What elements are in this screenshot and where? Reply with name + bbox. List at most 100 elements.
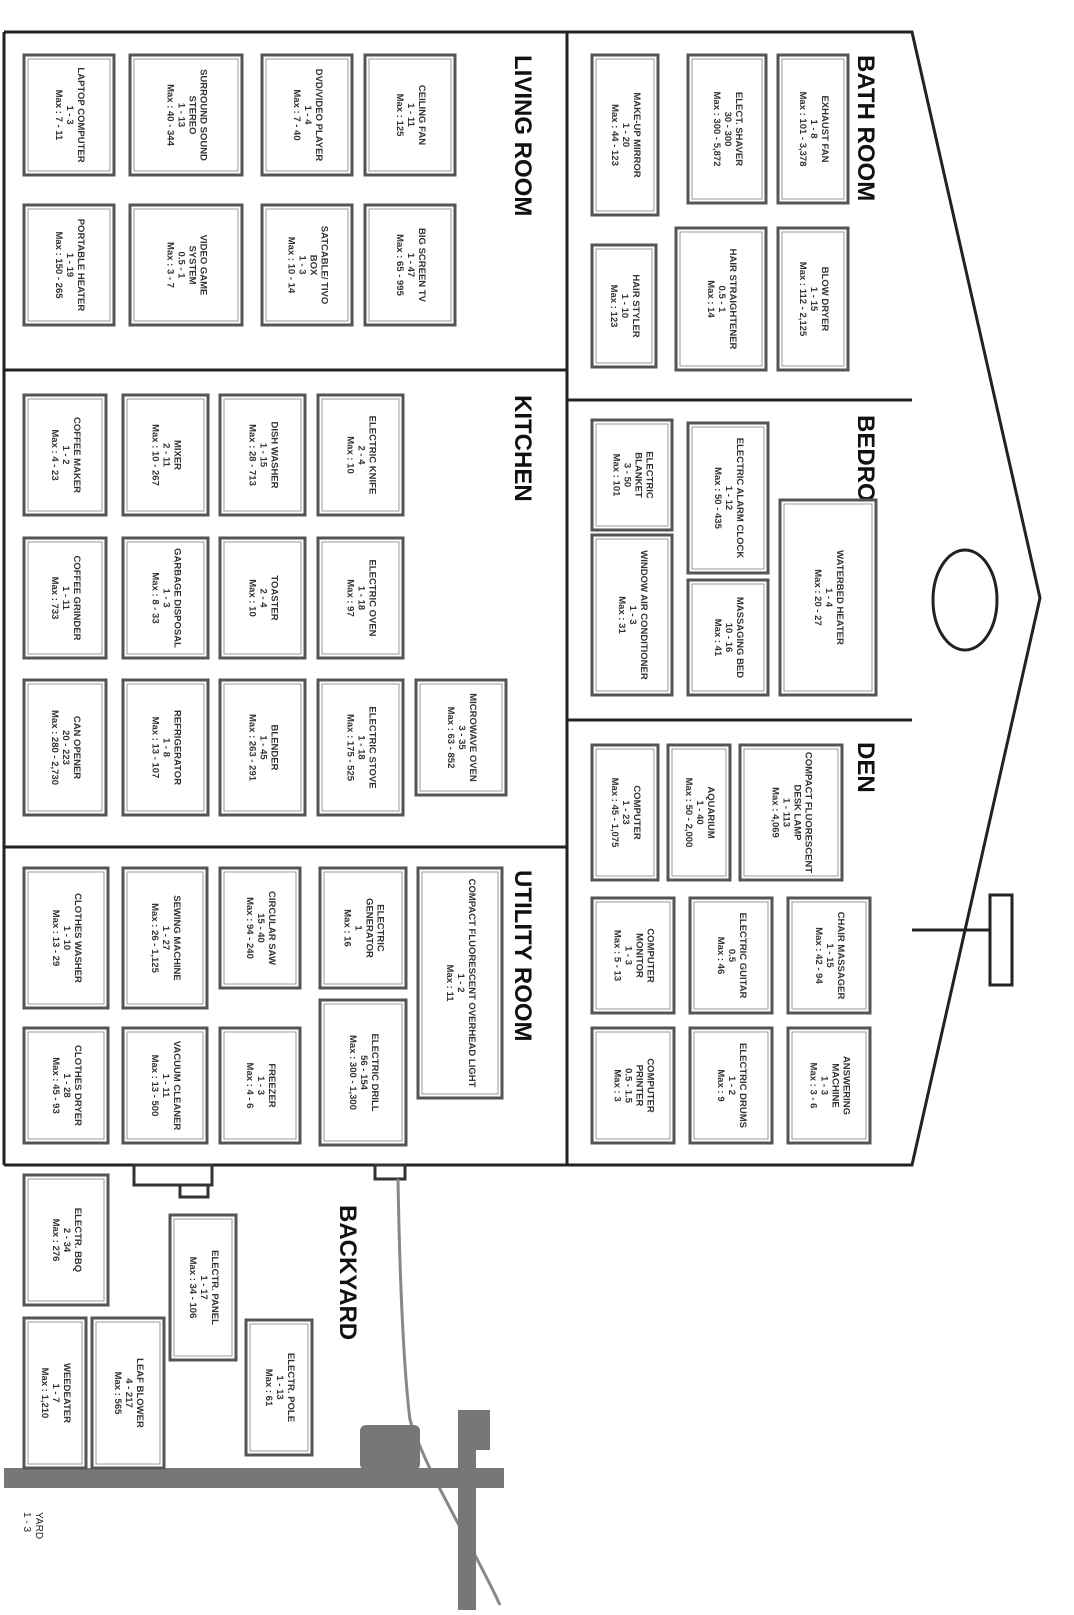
- appliance-box: [121, 1026, 209, 1145]
- appliance-max-text: Max : 263 - 291: [247, 714, 258, 782]
- appliance-box: [363, 203, 457, 327]
- appliance-box: [22, 536, 108, 660]
- appliance-name-text: CAN OPENER: [71, 716, 82, 779]
- appliance-name-text: ELECT. SHAVER: [733, 92, 744, 166]
- appliance-name-text: ELECTRIC ALARM CLOCK: [734, 438, 745, 559]
- appliance-box: [416, 866, 504, 1100]
- appliance-name-text: DESK LAMP: [792, 785, 803, 842]
- appliance-name-text: ELECTRIC GUITAR: [737, 913, 748, 999]
- appliance-max-text: Max : 65 - 995: [394, 234, 405, 296]
- appliance-max-text: Max : 40 - 344: [165, 84, 176, 146]
- appliance-name-text: EXHAUST FAN: [819, 95, 830, 162]
- appliance-range-text: 1 - 20: [620, 123, 631, 147]
- appliance-box-inner: [783, 503, 873, 692]
- appliance-box: [168, 1213, 238, 1362]
- appliance-max-text: Max : 8 - 33: [150, 572, 161, 623]
- appliance-box: [244, 1318, 314, 1457]
- appliance-box-inner: [126, 541, 205, 655]
- utility-room-title: UTILITY ROOM: [509, 870, 536, 1042]
- appliance-box: [22, 1316, 88, 1470]
- appliance-max-text: Max : 45 - 93: [50, 1057, 61, 1114]
- appliance-max-text: Max : 97: [345, 579, 356, 617]
- appliance-range-text: 1 - 11: [405, 103, 416, 127]
- appliance-range-text: 1 - 28: [61, 1073, 72, 1097]
- appliance-name-text: MASSAGING BED: [734, 597, 745, 678]
- appliance-box: [316, 678, 405, 817]
- appliance-box: [674, 226, 768, 372]
- appliance-name-text: CLOTHES DRYER: [72, 1045, 83, 1126]
- appliance-box-inner: [595, 248, 653, 364]
- appliance-name-text: WEEDEATER: [61, 1363, 72, 1423]
- appliance-max-text: Max : 61: [263, 1369, 274, 1407]
- appliance-max-text: Max : 46: [715, 937, 726, 975]
- appliance-range-text: 1 - 2: [455, 973, 466, 992]
- appliance-box: [121, 678, 210, 817]
- appliance-range-text: 1 - 15: [824, 943, 835, 968]
- appliance-box-inner: [27, 1321, 83, 1465]
- meter-box: [373, 1163, 407, 1181]
- appliance-box-inner: [27, 541, 103, 655]
- appliance-box: [316, 393, 405, 517]
- appliance-name-text: PORTABLE HEATER: [75, 219, 86, 312]
- appliance-max-text: Max : 10 - 267: [150, 424, 161, 486]
- appliance-box-inner: [265, 58, 349, 172]
- appliance-max-text: Max : 13 - 107: [150, 717, 161, 779]
- appliance-range-text: 1 - 3: [819, 1076, 830, 1095]
- appliance-box: [590, 743, 660, 882]
- appliance-box-inner: [781, 58, 845, 200]
- appliance-box: [786, 1026, 872, 1145]
- appliance-max-text: Max : 1,210: [39, 1368, 50, 1419]
- appliance-max-text: Max : 150 - 265: [53, 231, 64, 299]
- appliance-range-text: 1 - 47: [405, 253, 416, 277]
- appliance-box: [363, 53, 457, 177]
- appliance-box: [686, 578, 770, 697]
- appliance-name-text: ELECTRIC DRUMS: [737, 1043, 748, 1128]
- appliance-box-inner: [421, 871, 499, 1095]
- appliance-name-text: COFFEE GRINDER: [71, 556, 82, 641]
- appliance-max-text: Max : 4,069: [770, 787, 781, 838]
- appliance-box: [121, 866, 209, 1010]
- appliance-range-text: 1 - 4: [302, 105, 313, 125]
- appliance-name-text: LEAF BLOWER: [134, 1358, 145, 1428]
- appliance-max-text: Max : 31: [616, 596, 627, 634]
- appliance-box-inner: [693, 1031, 769, 1140]
- house-outline: [4, 30, 1042, 1167]
- appliance-max-text: Max : 123: [608, 285, 619, 328]
- appliance-box: [590, 418, 674, 532]
- appliance-max-text: Max : 3 - 7: [165, 242, 176, 288]
- appliance-max-text: Max : 300 - 5,872: [711, 92, 722, 167]
- bath-room-title: BATH ROOM: [852, 55, 879, 201]
- appliance-box-inner: [595, 538, 669, 692]
- appliance-range-text: 1 - 113: [781, 798, 792, 827]
- appliance-range-text: 1 - 17: [198, 1275, 209, 1299]
- appliance-range-text: 1 - 18: [356, 735, 367, 759]
- appliance-range-text: 1 - 3: [627, 605, 638, 624]
- appliance-range-text: 1 - 11: [160, 1074, 171, 1098]
- appliance-max-text: Max : 44 - 123: [609, 104, 620, 166]
- appliance-box-inner: [173, 1218, 233, 1357]
- appliance-box-inner: [133, 58, 239, 172]
- appliance-box-inner: [368, 208, 452, 322]
- appliance-box-inner: [323, 871, 403, 985]
- appliance-max-text: Max : 3: [612, 1069, 623, 1101]
- appliance-box-inner: [693, 901, 769, 1010]
- appliance-range-text: 1 - 2: [726, 1076, 737, 1095]
- appliance-range-text: 1 - 10: [619, 294, 630, 318]
- appliance-name-text: HAIR STYLER: [630, 274, 641, 337]
